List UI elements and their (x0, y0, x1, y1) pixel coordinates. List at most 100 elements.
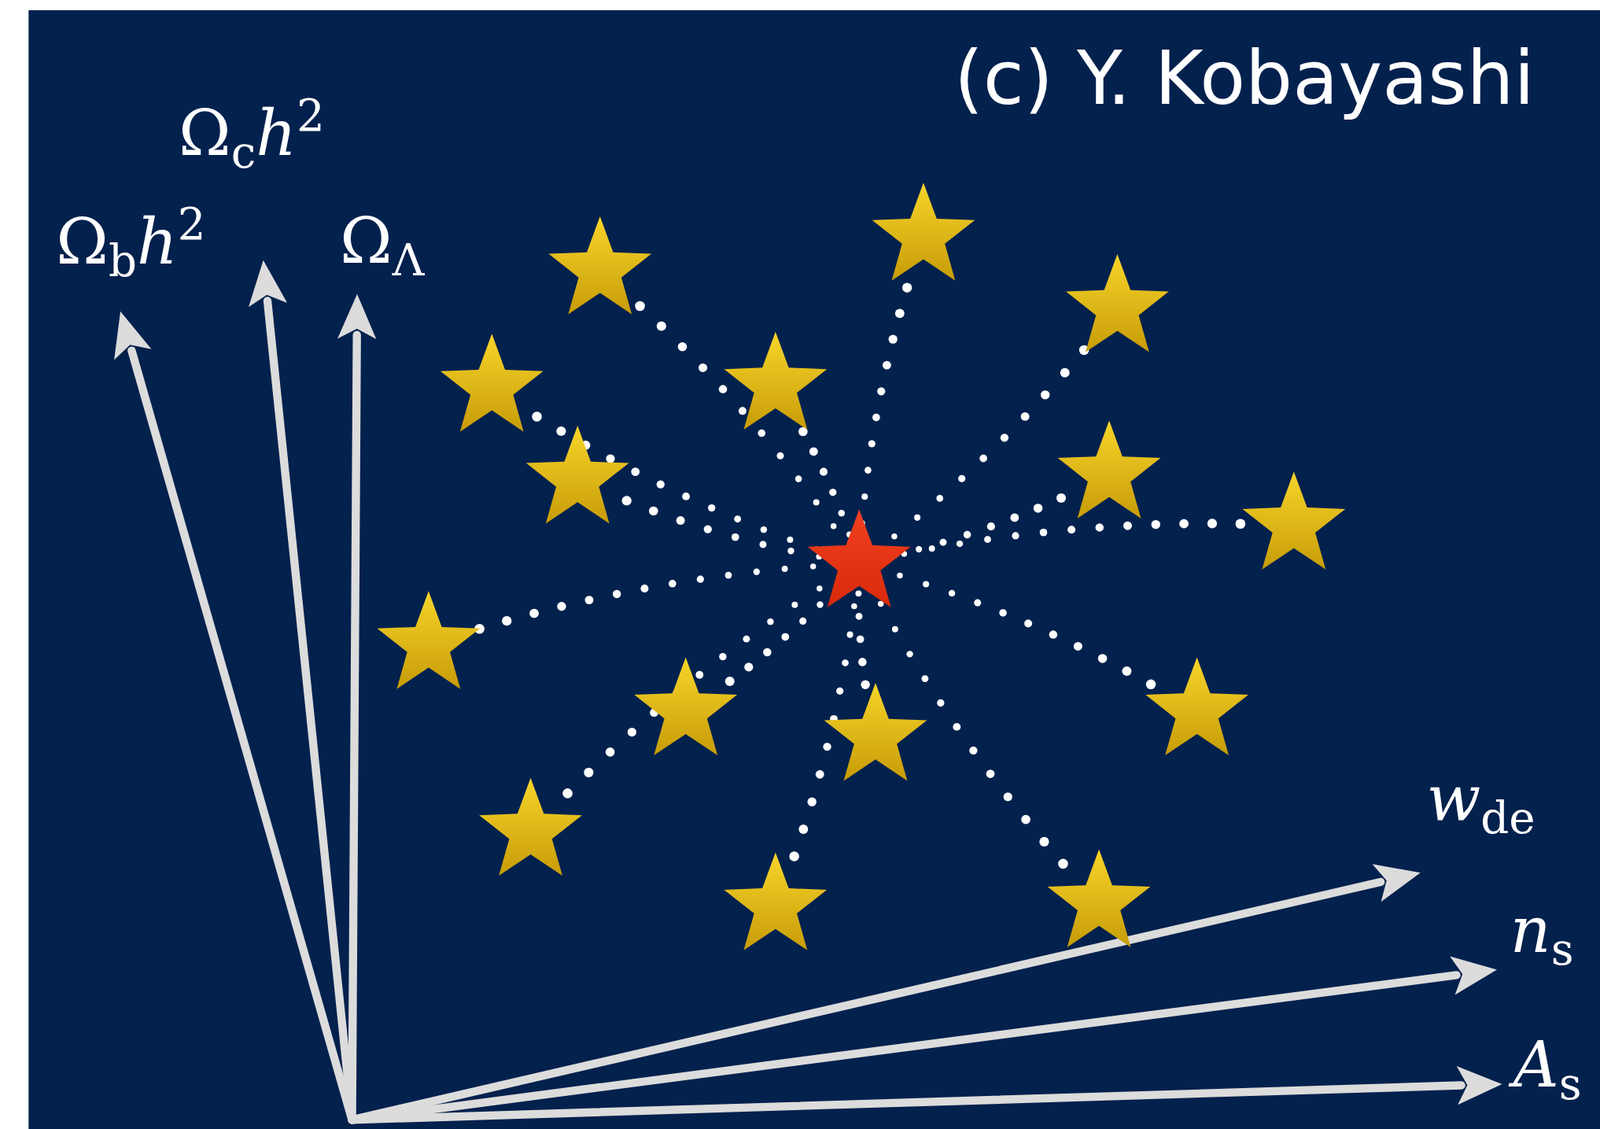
label-holder: wde (1426, 766, 1535, 841)
path-dot (895, 308, 905, 318)
path-dot (813, 498, 820, 506)
path-dot (952, 722, 961, 731)
path-dot (1098, 653, 1108, 664)
path-dot (877, 600, 884, 607)
path-dot (868, 439, 876, 447)
path-dot (776, 452, 784, 460)
path-dot (799, 617, 807, 625)
path-dot (987, 522, 996, 531)
path-dot (725, 676, 735, 686)
path-dot (855, 612, 863, 620)
path-dot (766, 618, 774, 625)
path-dot (787, 547, 794, 554)
path-dot (757, 429, 766, 438)
path-dot (855, 589, 862, 597)
path-dot (882, 361, 892, 370)
axis-line (267, 300, 353, 1120)
path-dot (622, 495, 632, 506)
path-dot (1039, 528, 1048, 537)
path-dot (742, 635, 750, 643)
axis-arrowhead (248, 260, 288, 307)
model-stars (376, 182, 1346, 951)
path-dot (501, 615, 512, 626)
axis-label: ΩΛ (339, 209, 424, 283)
path-dot (830, 523, 837, 530)
axis-label: As (1513, 1032, 1582, 1106)
path-dot (1010, 513, 1019, 523)
path-dot (888, 335, 898, 344)
label-holder: ΩΛ (339, 209, 424, 283)
path-dot (815, 770, 825, 779)
path-dot (1095, 523, 1104, 531)
path-dot (605, 747, 616, 757)
path-dot (1121, 666, 1132, 676)
model-star (1047, 848, 1151, 947)
path-dot (791, 601, 798, 609)
path-dot (1179, 519, 1189, 529)
path-dot (798, 824, 808, 834)
path-dot (1000, 433, 1009, 442)
path-dot (896, 572, 904, 579)
path-dot (810, 563, 816, 569)
path-dot (1060, 368, 1070, 378)
path-dot (605, 453, 615, 463)
axis-arrowhead (1449, 956, 1497, 996)
path-dot (1067, 525, 1076, 534)
background-panel (28, 10, 1600, 1129)
axis-label: ns (1510, 898, 1575, 972)
model-star (1145, 657, 1249, 756)
path-dot (872, 413, 881, 422)
path-dot (841, 659, 849, 667)
axis-arrowhead (337, 294, 377, 340)
path-dot (678, 342, 688, 352)
path-dot (1049, 630, 1059, 639)
path-dot (696, 575, 705, 583)
path-dot (1024, 619, 1033, 627)
path-dot (627, 727, 637, 737)
label-holder: ns (1510, 898, 1575, 972)
model-star (1058, 420, 1162, 519)
path-dot (1123, 521, 1132, 531)
path-dot (999, 608, 1007, 617)
path-dot (906, 650, 913, 657)
path-dot (836, 687, 844, 695)
path-dot (630, 467, 640, 476)
path-dot (837, 509, 845, 517)
label-holder: Ωch2 (178, 93, 325, 175)
path-dot (556, 601, 566, 611)
path-dot (1073, 641, 1083, 651)
model-star (723, 851, 827, 950)
path-dot (612, 589, 621, 598)
model-star (548, 216, 652, 314)
path-dot (809, 446, 819, 456)
path-dot (929, 545, 936, 552)
path-dot (1058, 858, 1069, 870)
path-dot (936, 494, 944, 502)
path-dot (704, 524, 712, 533)
axis-arrowhead (1456, 1065, 1503, 1105)
axis-arrowhead (1372, 863, 1421, 902)
dotted-paths (474, 282, 1246, 869)
path-dot (819, 468, 828, 476)
path-dot (861, 493, 868, 500)
path-dot (922, 580, 930, 587)
model-star (1065, 254, 1169, 352)
path-dot (963, 530, 972, 539)
path-dot (1056, 493, 1066, 503)
path-dot (902, 282, 912, 292)
path-dot (1207, 518, 1217, 528)
path-dot (864, 466, 872, 474)
path-dot (892, 626, 899, 633)
path-dot (858, 657, 867, 667)
path-dot (1146, 679, 1157, 690)
path-dot (936, 699, 944, 707)
path-dot (807, 797, 816, 807)
path-dot (656, 321, 667, 332)
model-star (723, 331, 827, 430)
model-star (526, 425, 630, 524)
path-dot (640, 584, 649, 593)
model-star (1242, 471, 1346, 569)
path-dot (707, 504, 716, 512)
label-holder: As (1513, 1032, 1582, 1106)
path-dot (531, 411, 542, 422)
